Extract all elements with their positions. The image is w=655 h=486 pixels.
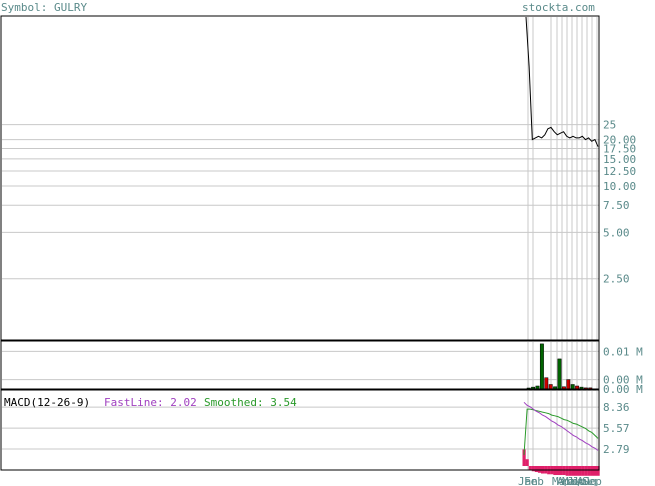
macd-histogram-bar [562, 466, 566, 476]
price-frame [0, 15, 600, 341]
macd-histogram-bar [537, 466, 542, 473]
x-tick-label: Mar [552, 475, 572, 486]
volume-bar [539, 343, 544, 390]
macd-histogram-bar [553, 466, 557, 476]
x-tick-label: Apr [557, 475, 577, 486]
price-tick-label: 12.50 [603, 165, 636, 178]
macd-histogram-bar [584, 466, 588, 476]
symbol-label: Symbol: GULRY [1, 1, 87, 14]
volume-bar [566, 379, 571, 390]
volume-bar [548, 384, 553, 390]
volume-tick-label: 0.00 M [603, 383, 643, 396]
macd-frame [0, 389, 600, 471]
macd-fast-legend: FastLine: 2.02 [104, 396, 197, 409]
price-vertical-gridlines [527, 17, 598, 340]
x-tick-label: May [562, 475, 582, 486]
price-tick-label: 15.00 [603, 153, 636, 166]
x-tick-label: Aug [577, 475, 597, 486]
macd-histogram-bar [578, 466, 582, 476]
macd-histogram [522, 449, 600, 476]
volume-tick-label: 0.01 M [603, 345, 643, 358]
volume-bar [570, 384, 575, 390]
macd-histogram-bar [534, 466, 539, 473]
x-tick-label: Feb [524, 475, 544, 486]
macd-histogram-bar [581, 466, 585, 476]
volume-axis-labels: 0.01 M 0.00 M0.00 M [603, 345, 643, 396]
volume-panel: 0.01 M 0.00 M0.00 M [0, 340, 643, 396]
price-tick-label: 10.00 [603, 180, 636, 193]
price-tick-label: 2.50 [603, 273, 630, 286]
macd-histogram-bar [522, 449, 526, 466]
x-tick-label: Jul [572, 475, 592, 486]
macd-histogram-bar [528, 466, 532, 471]
macd-gridlines [2, 406, 599, 450]
macd-histogram-bar [565, 466, 569, 476]
macd-tick-label: 5.57 [603, 422, 630, 435]
macd-histogram-bar [571, 466, 576, 476]
volume-vertical-gridlines [527, 342, 598, 389]
macd-histogram-bar [556, 466, 560, 476]
price-tick-label: 7.50 [603, 199, 630, 212]
volume-tick-label: 0.00 M [603, 374, 643, 387]
site-watermark: stockta.com [522, 1, 595, 14]
x-tick-label: Jun [567, 475, 587, 486]
macd-fast-line [523, 401, 599, 451]
price-gridlines [2, 124, 599, 280]
macd-tick-label: 8.36 [603, 401, 630, 414]
macd-smoothed-line [523, 408, 599, 456]
x-tick-label: Sep [582, 475, 602, 486]
macd-histogram-bar [587, 466, 591, 476]
macd-title: MACD(12-26-9) [4, 396, 90, 409]
volume-bar [544, 377, 549, 390]
macd-histogram-bar [593, 466, 597, 476]
price-tick-label: 17.50 [603, 143, 636, 156]
macd-histogram-bar [531, 466, 535, 472]
macd-histogram-bar [525, 459, 529, 466]
macd-panel: 8.36 5.57 2.79 MACD(12-26-9) FastLine: 2.0… [0, 389, 630, 476]
price-line [525, 16, 599, 147]
price-tick-label: 25 [603, 119, 616, 132]
volume-frame [0, 340, 600, 390]
macd-histogram-bar [596, 466, 600, 476]
macd-histogram-bar [559, 466, 563, 476]
macd-histogram-bar [568, 466, 572, 476]
macd-histogram-bar [590, 466, 594, 476]
macd-histogram-bar [574, 466, 579, 476]
macd-smoothed-legend: Smoothed: 3.54 [204, 396, 297, 409]
price-tick-label: 5.00 [603, 226, 630, 239]
price-tick-label: 20.00 [603, 134, 636, 147]
macd-axis-labels: 8.36 5.57 2.79 [603, 401, 630, 456]
x-tick-label: Jan [518, 475, 538, 486]
macd-tick-label: 2.79 [603, 443, 630, 456]
volume-bar [557, 358, 562, 390]
